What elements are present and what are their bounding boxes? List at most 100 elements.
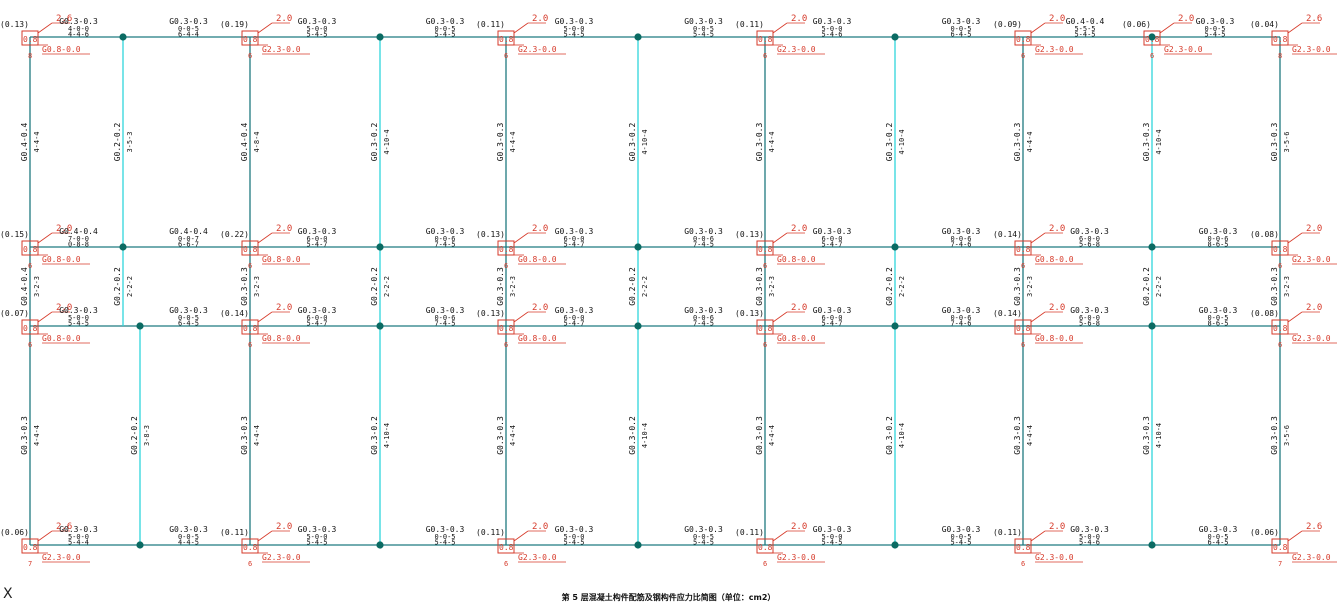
leader-line <box>1287 530 1303 542</box>
column-size: 0.8 <box>1016 35 1031 44</box>
leader-line <box>772 232 788 244</box>
beam-label-top: 0-0-5 <box>1204 25 1225 33</box>
beam-label-g: G0.3-0.3 <box>59 306 98 315</box>
beam-node <box>634 541 642 549</box>
beam-node <box>891 243 899 251</box>
beam-label-g: G0.3-0.3 <box>555 306 594 315</box>
beam-label-top: 0-0-7 <box>178 235 199 243</box>
beam-label-bottom: 5-6-8 <box>1079 241 1100 249</box>
beam-label-g: G0.3-0.3 <box>1199 306 1238 315</box>
beam-label-bottom: 5-4-5 <box>1204 31 1225 39</box>
beam-label-g: G0.3-0.3 <box>684 306 723 315</box>
beam-label-top: 0-0-5 <box>178 533 199 541</box>
beam-label-g: G0.3-0.3 <box>298 227 337 236</box>
beam-label-g: G0.3-0.3 <box>684 525 723 534</box>
beam-label-top: 6-0-0 <box>821 235 842 243</box>
column-bottom-value: 6 <box>1021 341 1025 349</box>
column-box <box>241 319 259 335</box>
column-box <box>21 319 39 335</box>
beam-label-g: G0.3-0.3 <box>426 227 465 236</box>
leader-line <box>513 311 529 323</box>
column-g-value: G2.3-0.0 <box>262 45 301 54</box>
column-size: 0.8 <box>23 245 38 254</box>
beam-label-bottom: 5-6-8 <box>1079 320 1100 328</box>
beam-label-g: G0.3-0.3 <box>813 306 852 315</box>
vbeam-label-rebar: 3-2-3 <box>509 276 517 297</box>
column-size: 0.8 <box>1273 324 1288 333</box>
vbeam-label-rebar: 4-4-4 <box>509 131 517 152</box>
beam-label-g: G0.3-0.3 <box>942 227 981 236</box>
column-stress-ratio: (0.13) <box>0 20 29 29</box>
beam-label-top: 0-0-5 <box>1207 314 1228 322</box>
drawing-caption: 第 5 层混凝土构件配筋及钢构件应力比简图（单位：cm2） <box>561 593 776 602</box>
column-top-value: 2.0 <box>1049 224 1065 234</box>
column-bottom-value: 7 <box>1278 560 1282 568</box>
beam-label-bottom: 5-4-7 <box>306 320 327 328</box>
vbeam-label-g: G0.3-0.3 <box>1270 416 1279 455</box>
beam-label-g: G0.3-0.3 <box>169 306 208 315</box>
vbeam-label-rebar: 2-2-2 <box>1155 276 1163 297</box>
column-box <box>497 240 515 256</box>
beam-label-top: 0-0-5 <box>693 533 714 541</box>
column-g-value: G0.8-0.0 <box>42 45 81 54</box>
beam-label-top: 0-0-5 <box>178 314 199 322</box>
beam-label-g: G0.3-0.3 <box>59 17 98 26</box>
column-bottom-value: 6 <box>1278 341 1282 349</box>
column-bottom-value: 6 <box>248 560 252 568</box>
vbeam-label-g: G0.2-0.2 <box>113 123 122 162</box>
beam-label-bottom: 7-4-5 <box>434 320 455 328</box>
vbeam-label-rebar: 4-10-4 <box>1155 423 1163 448</box>
beam-node <box>891 33 899 41</box>
column-size: 0.8 <box>499 324 514 333</box>
column-size: 0.8 <box>23 324 38 333</box>
column-size: 0.8 <box>1273 245 1288 254</box>
vbeam-label-g: G0.3-0.3 <box>496 123 505 162</box>
column-bottom-value: 6 <box>1278 262 1282 270</box>
vbeam-label-g: G0.4-0.4 <box>20 123 29 162</box>
column-box <box>756 30 774 46</box>
vbeam-label-g: G0.2-0.2 <box>130 416 139 455</box>
leader-line <box>257 22 273 34</box>
column-top-value: 2.0 <box>532 522 548 532</box>
beam-label-top: 6-0-0 <box>563 235 584 243</box>
beam-label-top: 0-0-5 <box>950 25 971 33</box>
beam-label-top: 0-0-6 <box>434 235 455 243</box>
beam-label-g: G0.4-0.4 <box>59 227 98 236</box>
column-stress-ratio: (0.08) <box>1250 309 1279 318</box>
column-box <box>241 538 259 554</box>
beam-label-bottom: 5-4-6 <box>1079 539 1100 547</box>
column-size: 0.8 <box>1016 245 1031 254</box>
beam-label-bottom: 7-4-5 <box>434 241 455 249</box>
vbeam-label-g: G0.2-0.2 <box>1142 267 1151 306</box>
vbeam-label-g: G0.3-0.3 <box>1142 123 1151 162</box>
column-top-value: 2.0 <box>791 303 807 313</box>
vbeam-label-g: G0.4-0.4 <box>240 123 249 162</box>
column-bottom-value: 6 <box>504 341 508 349</box>
column-g-value: G0.8-0.0 <box>777 255 816 264</box>
beam-node <box>376 33 384 41</box>
beam-node <box>891 541 899 549</box>
column-bottom-value: 6 <box>504 262 508 270</box>
column-stress-ratio: (0.07) <box>0 309 29 318</box>
vbeam-label-rebar: 4-4-4 <box>1026 425 1034 446</box>
vbeam-label-g: G0.3-0.2 <box>628 123 637 162</box>
beam-label-g: G0.3-0.3 <box>298 525 337 534</box>
vbeam-label-rebar: 3-5-3 <box>126 131 134 152</box>
vbeam-label-rebar: 4-10-4 <box>383 423 391 448</box>
beam-label-top: 6-0-0 <box>306 314 327 322</box>
beam-label-bottom: 4-4-5 <box>178 539 199 547</box>
column-bottom-value: 8 <box>1278 52 1282 60</box>
vbeam-label-rebar: 4-4-4 <box>1026 131 1034 152</box>
leader-line <box>1030 530 1046 542</box>
beam-label-top: 7-0-0 <box>68 235 89 243</box>
beam-label-g: G0.3-0.3 <box>1070 525 1109 534</box>
column-g-value: G2.3-0.0 <box>1035 553 1074 562</box>
column-stress-ratio: (0.13) <box>476 230 505 239</box>
column-bottom-value: 6 <box>763 52 767 60</box>
column-size: 0.8 <box>499 35 514 44</box>
vbeam-label-g: G0.3-0.3 <box>755 267 764 306</box>
vbeam-label-g: G0.3-0.2 <box>370 123 379 162</box>
column-g-value: G2.3-0.0 <box>518 45 557 54</box>
beam-label-bottom: 5-4-7 <box>563 241 584 249</box>
